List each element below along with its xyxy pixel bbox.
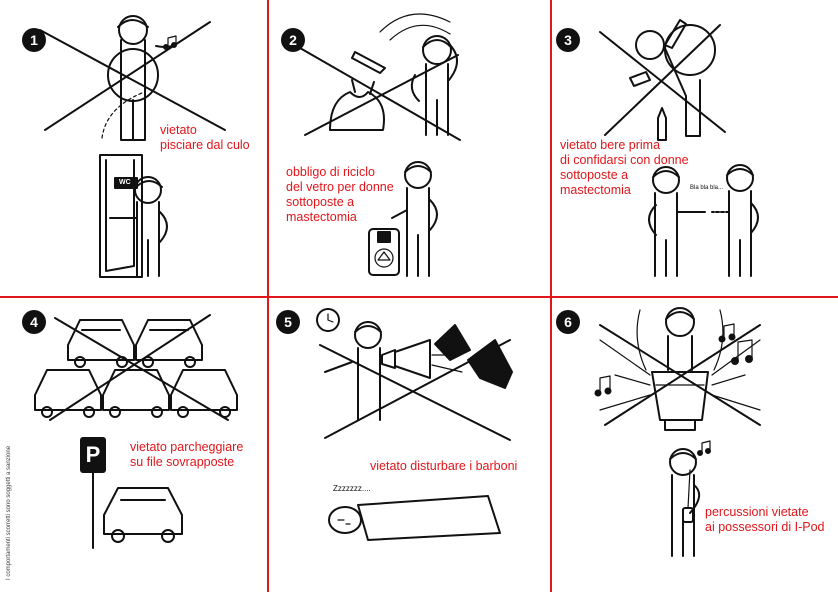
panel-1-wc-door — [99, 154, 168, 278]
music-note-icon — [697, 440, 711, 456]
panel-number-6: 6 — [556, 310, 580, 334]
panel-3-crossed-scene — [599, 19, 726, 141]
panel-4-parked-cars — [34, 314, 238, 421]
panel-caption-6: percussioni vietate ai possessori di I-P… — [705, 505, 825, 534]
panel-3-chatting-figures — [648, 164, 759, 277]
parking-sign: P — [80, 437, 106, 473]
panel-6-crossed-scene — [599, 307, 761, 431]
snore-text: Zzzzzzz.... — [333, 484, 371, 493]
panel-2-crossed-scene — [299, 13, 461, 141]
panel-caption-1: vietato pisciare dal culo — [160, 123, 250, 152]
panel-6-ipod-figure — [669, 448, 701, 557]
divider-horizontal — [0, 296, 838, 298]
panel-caption-4: vietato parcheggiare su file sovrapposte — [130, 440, 244, 469]
wc-sign-label: WC — [119, 179, 131, 186]
side-note: I comportamenti scorretti sono soggetti … — [6, 445, 12, 580]
panel-number-1: 1 — [22, 28, 46, 52]
panel-4-single-car — [103, 487, 183, 543]
panel-caption-3: vietato bere prima di confidarsi con don… — [560, 138, 689, 197]
panel-2-recycle-figure — [368, 161, 438, 277]
panel-number-2: 2 — [281, 28, 305, 52]
panel-number-5: 5 — [276, 310, 300, 334]
panel-1-crossed-figure — [39, 15, 226, 141]
panel-number-3: 3 — [556, 28, 580, 52]
panel-caption-5: vietato disturbare i barboni — [370, 459, 518, 473]
music-note-icon — [163, 35, 177, 50]
music-note-icon — [594, 323, 753, 397]
panel-caption-2: obbligo di riciclo del vetro per donne s… — [286, 165, 394, 224]
panel-5-sleeping-figure — [328, 495, 501, 541]
speech-text: Bla bla bla... — [690, 185, 724, 191]
recycle-icon — [374, 248, 394, 268]
clock-icon — [316, 308, 340, 332]
panel-number-4: 4 — [22, 310, 46, 334]
panel-5-crossed-scene — [316, 308, 513, 441]
